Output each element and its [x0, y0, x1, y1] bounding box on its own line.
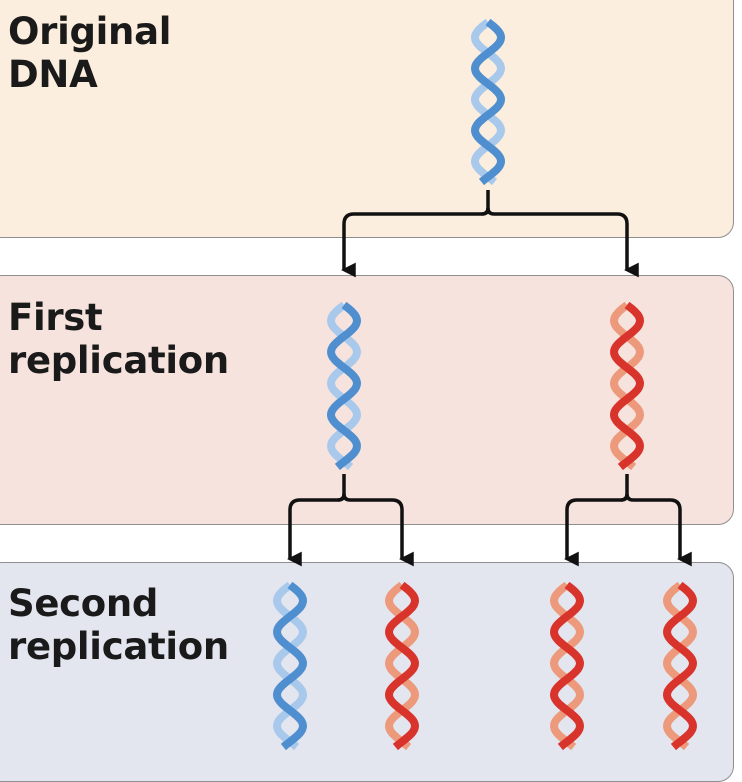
second-replication-label: Second replication	[8, 582, 229, 668]
original-to-first-arrows	[341, 190, 639, 278]
original-dna-molecule	[470, 18, 506, 186]
helix-strand-front	[326, 301, 362, 471]
arrow-right	[494, 212, 639, 278]
original-dna-panel	[0, 0, 734, 238]
arrow-left	[341, 190, 490, 278]
original-dna-label-line-1: Original	[8, 10, 172, 53]
first-replication-molecule-2	[609, 301, 645, 471]
helix-strand-front	[384, 581, 420, 751]
arrow-left	[287, 474, 346, 567]
original-dna-label-line-2: DNA	[8, 53, 98, 96]
arrow-left	[564, 474, 629, 567]
first-left-to-second-arrows	[287, 474, 414, 567]
second-replication-molecule-2	[384, 581, 420, 751]
helix-strand-back	[470, 18, 506, 186]
first-right-to-second-arrows	[564, 474, 692, 567]
second-replication-label-line-1: Second	[8, 582, 159, 625]
helix-strand-back	[662, 581, 698, 751]
arrow-layer	[287, 190, 692, 567]
first-replication-label-line-2: replication	[8, 339, 229, 382]
arrow-right	[633, 498, 692, 567]
helix-layer	[272, 18, 698, 751]
first-replication-label-line-1: First	[8, 296, 103, 339]
helix-strand-front	[470, 18, 506, 186]
helix-strand-front	[662, 581, 698, 751]
helix-strand-front	[272, 581, 308, 751]
helix-strand-back	[384, 581, 420, 751]
second-replication-molecule-1	[272, 581, 308, 751]
helix-strand-front	[549, 581, 585, 751]
arrow-right	[350, 498, 414, 567]
first-replication-molecule-1	[326, 301, 362, 471]
helix-strand-front	[609, 301, 645, 471]
second-replication-molecule-3	[549, 581, 585, 751]
helix-strand-back	[549, 581, 585, 751]
original-dna-label: Original DNA	[8, 10, 171, 96]
helix-strand-back	[326, 301, 362, 471]
first-replication-label: First replication	[8, 296, 229, 382]
helix-strand-back	[609, 301, 645, 471]
helix-strand-back	[272, 581, 308, 751]
second-replication-molecule-4	[662, 581, 698, 751]
second-replication-panel	[0, 562, 734, 782]
second-replication-label-line-2: replication	[8, 625, 229, 668]
